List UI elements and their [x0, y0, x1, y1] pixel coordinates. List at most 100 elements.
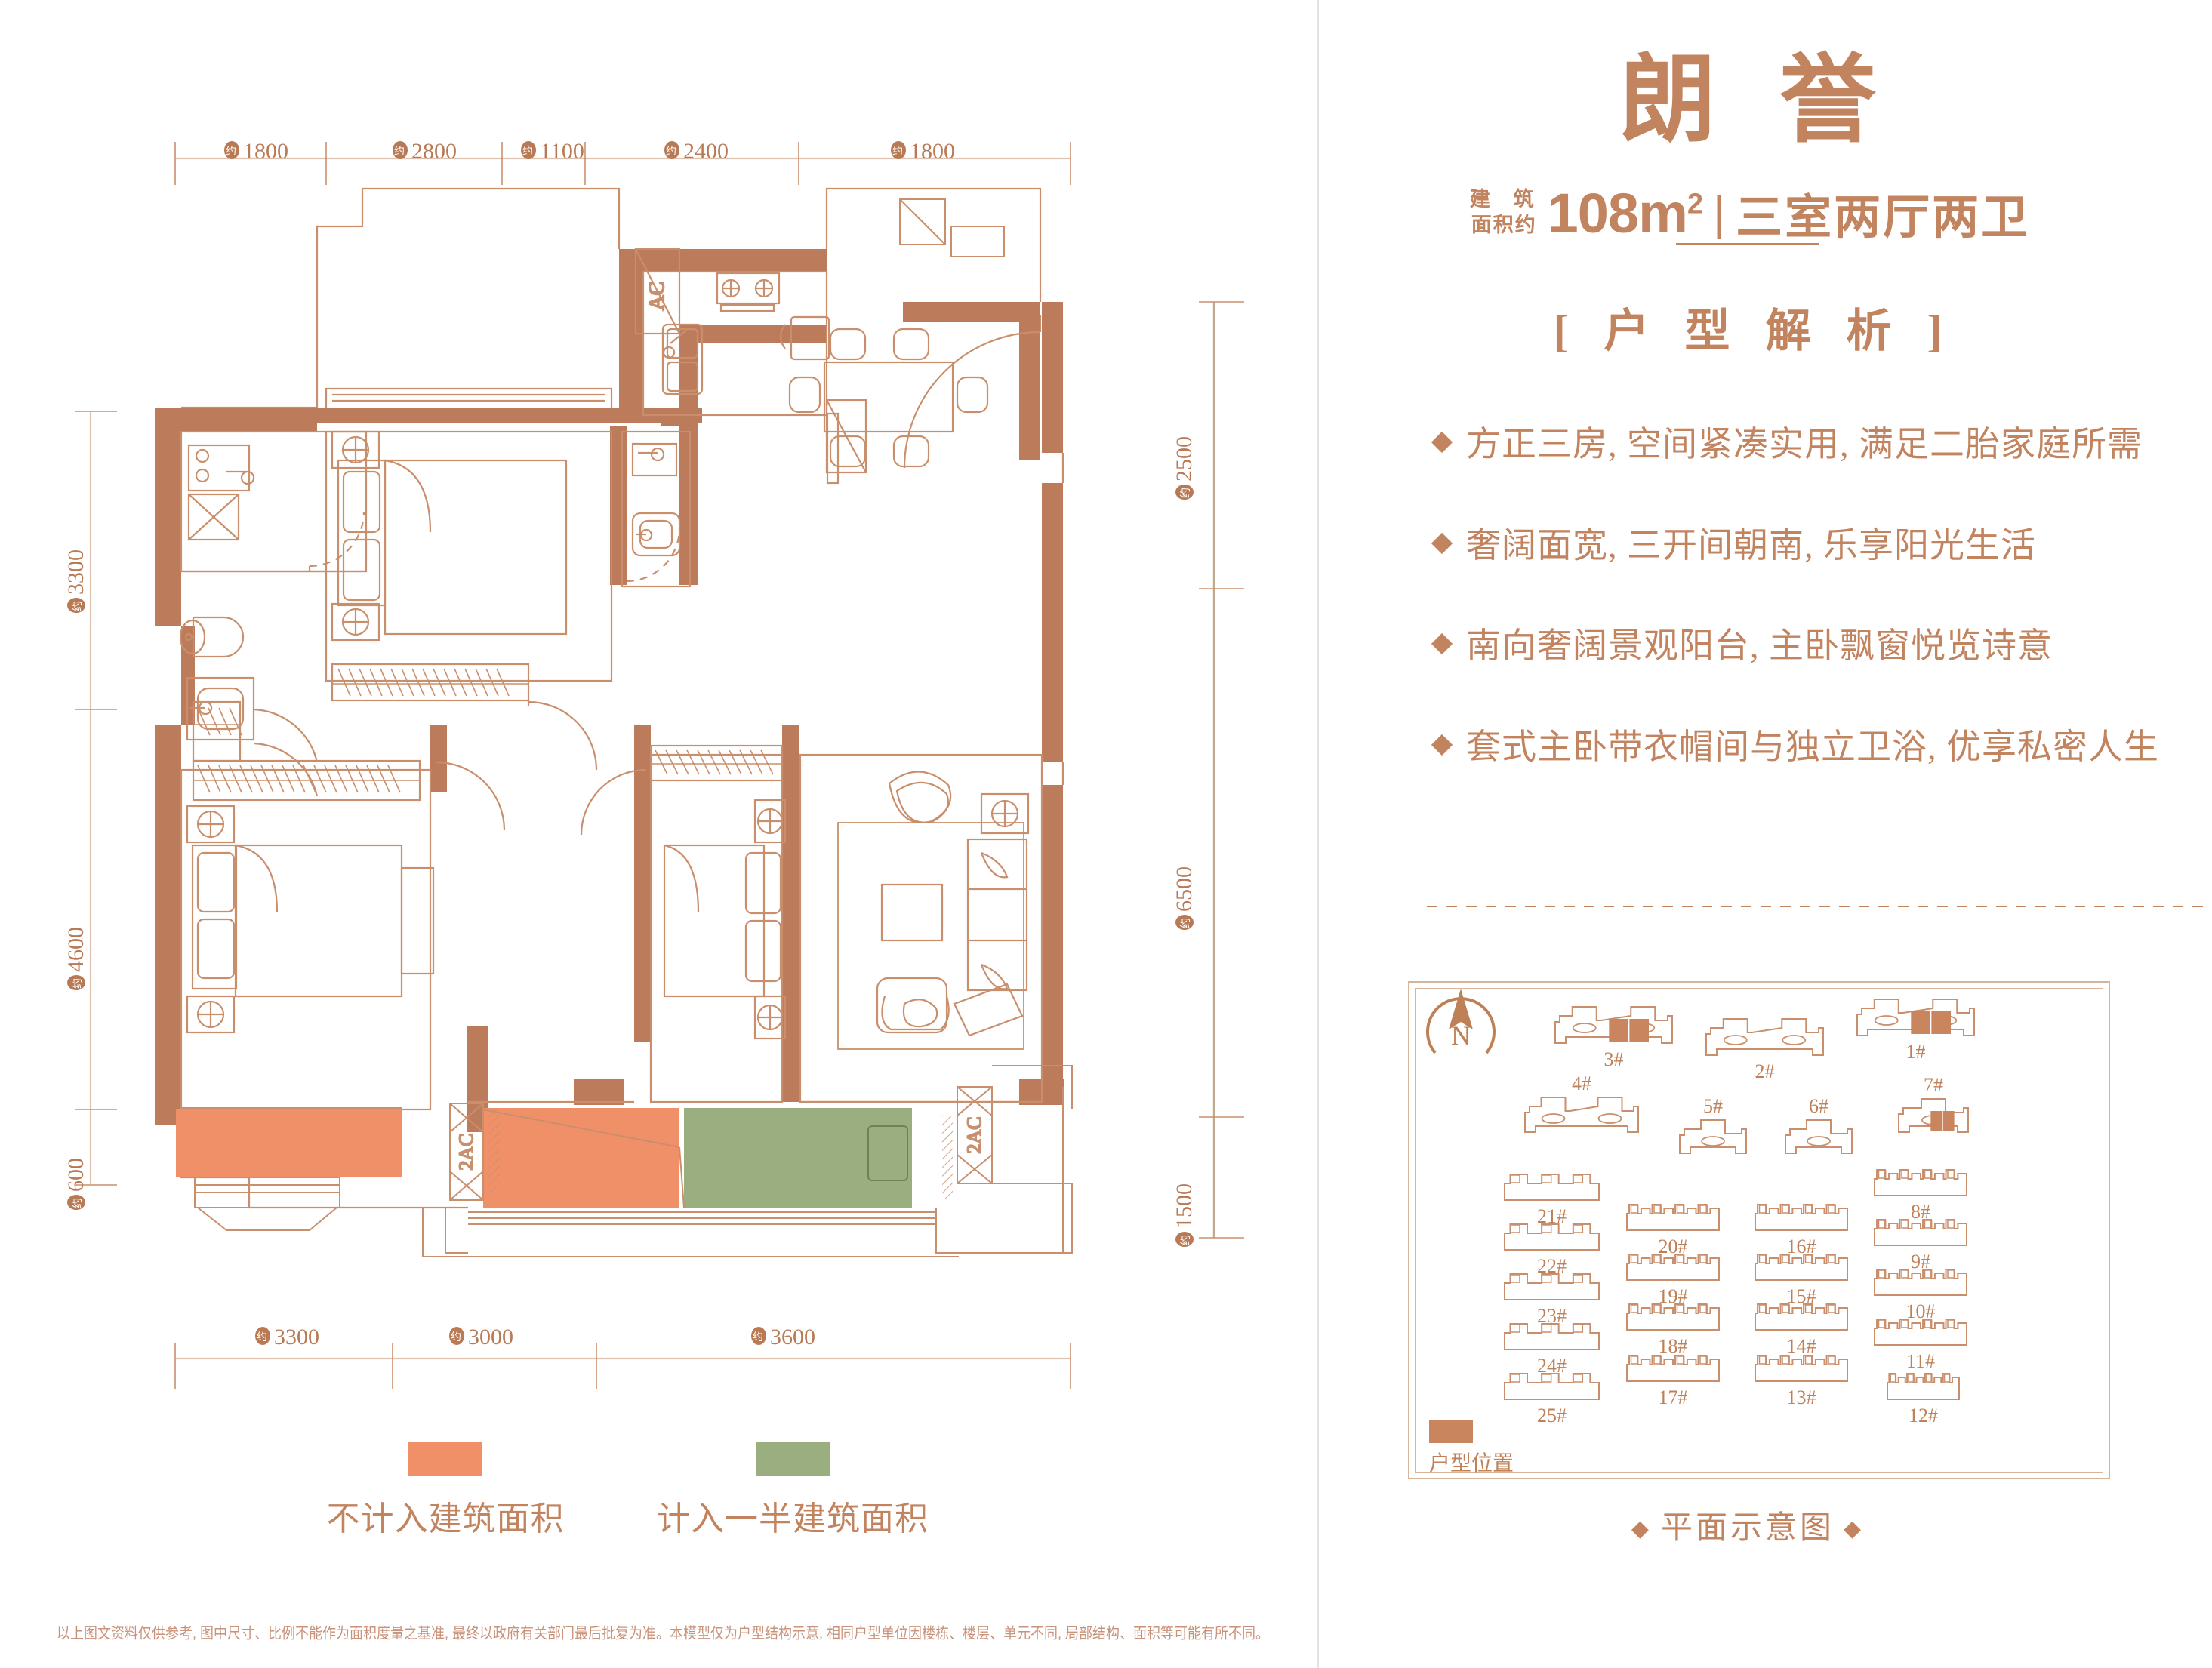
- site-building: 17#: [1626, 1355, 1720, 1408]
- dim-bottom-0: 3300: [274, 1325, 319, 1349]
- svg-text:约: 约: [1180, 918, 1192, 928]
- legend-label-half-counted: 计入一半建筑面积: [657, 1500, 929, 1537]
- legend-label-not-counted: 不计入建筑面积: [326, 1500, 565, 1537]
- site-building: 5#: [1679, 1095, 1747, 1154]
- diamond-bullet-icon: [1431, 532, 1453, 554]
- dim-top-4: 1800: [910, 139, 955, 164]
- north-label: N: [1451, 1020, 1471, 1051]
- site-building: 14#: [1755, 1303, 1848, 1357]
- dimension-line-left: [75, 411, 117, 1186]
- dim-bottom-1: 3000: [468, 1325, 513, 1349]
- unit-position-label: 户型位置: [1429, 1451, 1514, 1476]
- north-compass-icon: N: [1426, 989, 1496, 1054]
- site-building-label: 18#: [1659, 1335, 1688, 1357]
- feature-item: 南向奢阔景观阳台, 主卧飘窗悦览诗意: [1431, 624, 2212, 668]
- dim-right-0: 2500: [1172, 436, 1197, 482]
- site-building: 23#: [1504, 1273, 1600, 1327]
- area-prefix-line2: 面积约: [1471, 214, 1537, 237]
- feature-text: 奢阔面宽, 三开间朝南, 乐享阳光生活: [1466, 525, 2036, 565]
- site-building: 7#: [1898, 1074, 1969, 1133]
- site-plan-caption: ◆平面示意图◆: [1283, 1502, 2212, 1548]
- svg-text:约: 约: [753, 1331, 763, 1343]
- site-building: 21#: [1504, 1174, 1600, 1227]
- site-building: 16#: [1755, 1204, 1848, 1257]
- dim-left-2: 600: [63, 1158, 88, 1192]
- dimension-labels-top: 约 1800 约 2800 约 1100 约 2400 约 1800: [224, 139, 955, 164]
- pane-divider: [1317, 0, 1319, 1668]
- svg-text:约: 约: [522, 146, 533, 158]
- feature-list: 方正三房, 空间紧凑实用, 满足二胎家庭所需 奢阔面宽, 三开间朝南, 乐享阳光…: [1431, 423, 2212, 826]
- dim-left-1: 4600: [63, 927, 88, 972]
- site-building-label: 6#: [1809, 1095, 1828, 1117]
- site-building: 2#: [1705, 1018, 1824, 1082]
- area-legend: 不计入建筑面积 计入一半建筑面积: [317, 1442, 959, 1577]
- svg-text:约: 约: [257, 1331, 267, 1343]
- dimension-labels-right: 约 2500 约 6500 约 1500: [1172, 436, 1197, 1247]
- page-title: 朗 誉: [1619, 47, 1896, 154]
- feature-item: 方正三房, 空间紧凑实用, 满足二胎家庭所需: [1431, 423, 2212, 466]
- svg-text:约: 约: [1180, 488, 1192, 498]
- diamond-bullet-icon: [1431, 431, 1453, 454]
- balcony-half-counted-area: [684, 1108, 912, 1208]
- site-building: 11#: [1874, 1319, 1967, 1372]
- site-building: 9#: [1874, 1219, 1967, 1273]
- svg-text:约: 约: [72, 1198, 84, 1208]
- svg-text:AC: AC: [645, 282, 669, 311]
- floor-plan-drawing: 约 1800 约 2800 约 1100 约 2400 约 1800: [63, 139, 1244, 1389]
- svg-text:约: 约: [394, 146, 405, 158]
- site-building-label: 12#: [1909, 1405, 1938, 1426]
- dim-right-1: 6500: [1172, 866, 1197, 912]
- site-building-label: 4#: [1572, 1073, 1591, 1094]
- site-plan: N 3#2#1#4#5#6#7#21#22#23#24#25#20#19#18#…: [1408, 981, 2110, 1479]
- legend-swatch-orange: [408, 1442, 482, 1476]
- info-pane: 朗 誉 建 筑 面积约 108m2 | 三室两厅两卫 [ 户 型 解 析 ] 方…: [1283, 0, 2212, 1668]
- ac-unit-symbols: 2AC 2AC: [449, 1086, 993, 1201]
- structural-walls: [155, 249, 1064, 1132]
- svg-text:约: 约: [451, 1331, 461, 1343]
- site-plan-border-inner: [1415, 988, 2103, 1473]
- site-building-label: 1#: [1906, 1041, 1926, 1063]
- site-building: 12#: [1887, 1373, 1960, 1426]
- area-value: 108m2: [1547, 181, 1703, 245]
- balcony-not-counted-area: [176, 1108, 679, 1208]
- site-building-label: 13#: [1787, 1386, 1816, 1408]
- site-building-label: 17#: [1659, 1386, 1688, 1408]
- site-building: 19#: [1626, 1254, 1720, 1307]
- dimension-labels-bottom: 约 3300 约 3000 约 3600: [255, 1325, 815, 1349]
- dimension-line-top: [174, 142, 1071, 185]
- dim-top-2: 1100: [540, 139, 584, 164]
- balcony-outlines: [181, 1107, 959, 1257]
- dim-top-3: 2400: [683, 139, 729, 164]
- site-building: 4#: [1524, 1073, 1639, 1133]
- site-building: 8#: [1874, 1169, 1967, 1223]
- site-building: 24#: [1504, 1323, 1600, 1377]
- dim-right-2: 1500: [1172, 1183, 1197, 1229]
- dimension-labels-left: 约 3300 约 4600 约 600: [63, 549, 88, 1210]
- site-building-label: 7#: [1924, 1074, 1943, 1096]
- section-divider-dashed: [1427, 906, 2204, 907]
- caption-text: 平面示意图: [1660, 1511, 1835, 1546]
- disclaimer-footer: 以上图文资料仅供参考, 图中尺寸、比例不能作为面积度量之基准, 最终以政府有关部…: [57, 1624, 1269, 1642]
- building-footprints: 3#2#1#4#5#6#7#21#22#23#24#25#20#19#18#17…: [1504, 999, 1975, 1426]
- site-building-label: 5#: [1703, 1095, 1723, 1117]
- dim-top-1: 2800: [411, 139, 457, 164]
- svg-text:约: 约: [1180, 1235, 1192, 1245]
- feature-item: 套式主卧带衣帽间与独立卫浴, 优享私密人生: [1431, 725, 2212, 769]
- site-building: 13#: [1755, 1355, 1848, 1408]
- site-plan-border-outer: [1408, 981, 2110, 1479]
- feature-item: 奢阔面宽, 三开间朝南, 乐享阳光生活: [1431, 524, 2212, 568]
- site-plan-drawing: N 3#2#1#4#5#6#7#21#22#23#24#25#20#19#18#…: [1426, 989, 1975, 1476]
- feature-text: 套式主卧带衣帽间与独立卫浴, 优享私密人生: [1466, 727, 2159, 766]
- dim-bottom-2: 3600: [770, 1325, 815, 1349]
- site-building: 18#: [1626, 1303, 1720, 1357]
- site-building-label: 11#: [1906, 1350, 1935, 1372]
- site-building: 10#: [1874, 1269, 1967, 1322]
- site-building: 15#: [1755, 1254, 1848, 1307]
- title-block: 朗 誉 建 筑 面积约 108m2 | 三室两厅两卫: [1283, 45, 2212, 247]
- ac-alcove-right: [959, 1065, 1073, 1254]
- legend-item-half-counted: 计入一半建筑面积: [634, 1442, 951, 1540]
- interior-partitions: AC: [179, 187, 1064, 1209]
- site-building-label: 14#: [1787, 1335, 1816, 1357]
- caption-ornament-right: ◆: [1844, 1516, 1865, 1541]
- site-building: 3#: [1554, 1006, 1673, 1070]
